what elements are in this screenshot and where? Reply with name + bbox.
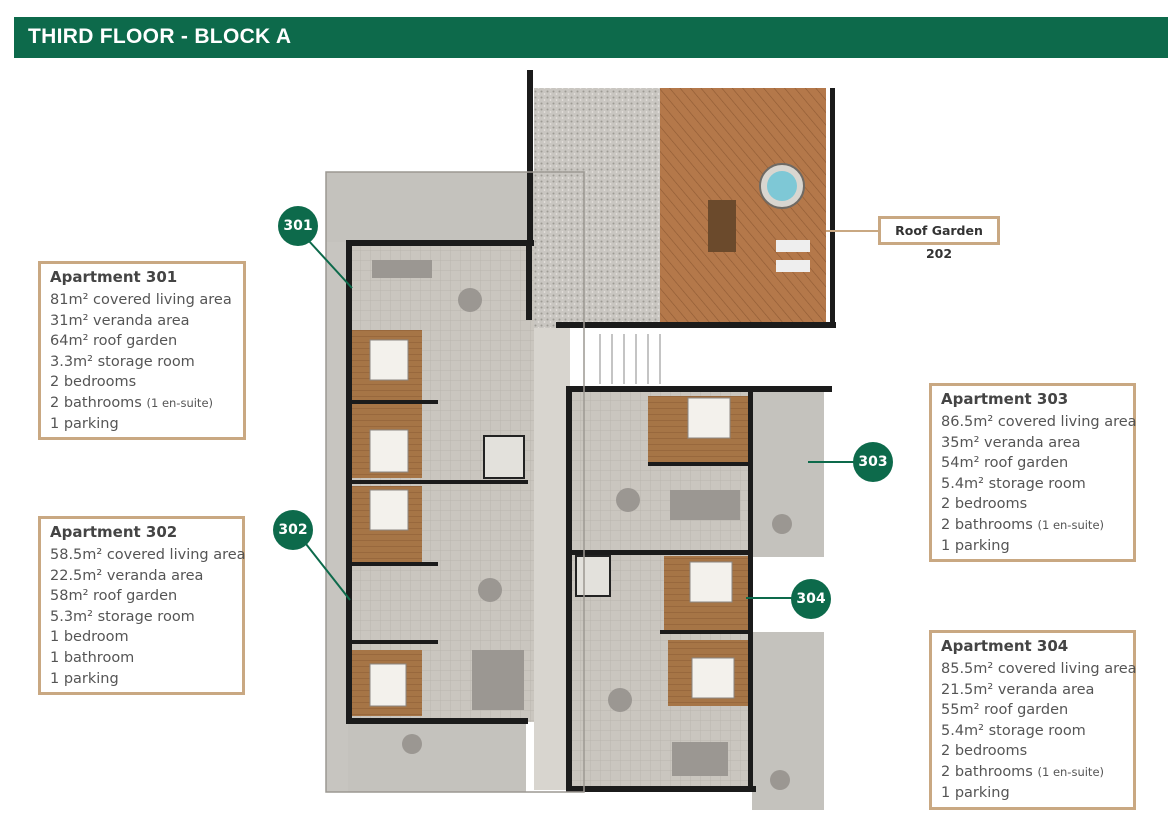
covered-area: 85.5m² covered living area xyxy=(941,661,1137,677)
storage-room: 5.4m² storage room xyxy=(941,722,1086,739)
bathrooms-count: 2 bathrooms xyxy=(50,394,142,411)
parking: 1 parking xyxy=(50,415,119,432)
apartment-title: Apartment 303 xyxy=(941,390,1069,408)
bathrooms-count: 2 bathrooms xyxy=(941,516,1033,533)
apartment-304-info: Apartment 304 85.5m² covered living area… xyxy=(929,630,1137,810)
veranda-area: 21.5m² veranda area xyxy=(941,681,1095,698)
bathrooms-count: 2 bathrooms xyxy=(941,763,1033,780)
covered-area: 86.5m² covered living area xyxy=(941,414,1137,430)
bedrooms: 2 bedrooms xyxy=(941,496,1028,513)
apartment-301-info: Apartment 301 81m² covered living area 3… xyxy=(38,261,246,440)
bathrooms: 1 bathroom xyxy=(50,649,135,666)
storage-room: 5.4m² storage room xyxy=(941,475,1086,492)
roof-garden-deck xyxy=(660,88,826,328)
bathrooms: 2 bathrooms (1 en-suite) xyxy=(50,393,235,414)
leader-301 xyxy=(307,239,353,289)
veranda-area: 31m² veranda area xyxy=(50,312,190,329)
roof-garden-area: 54m² roof garden xyxy=(941,455,1069,472)
veranda-area: 35m² veranda area xyxy=(941,434,1081,451)
apartment-302-badge: 302 xyxy=(273,510,313,550)
terrace-303 xyxy=(752,392,824,557)
en-suite-note: (1 en-suite) xyxy=(146,395,214,410)
apartment-303-badge: 303 xyxy=(853,442,893,482)
corridor xyxy=(534,328,570,790)
covered-area: 58.5m² covered living area xyxy=(50,547,246,563)
bathrooms: 2 bathrooms (1 en-suite) xyxy=(941,515,1125,536)
gravel-roof xyxy=(534,88,676,328)
storage-room: 3.3m² storage room xyxy=(50,353,195,370)
bathrooms: 2 bathrooms (1 en-suite) xyxy=(941,762,1125,783)
roof-garden-label: Roof Garden 202 xyxy=(878,216,1000,261)
roof-garden-area: 58m² roof garden xyxy=(50,588,178,605)
storage-room: 5.3m² storage room xyxy=(50,608,195,625)
apartment-304-badge: 304 xyxy=(791,579,831,619)
parking: 1 parking xyxy=(941,537,1010,554)
en-suite-note: (1 en-suite) xyxy=(1037,517,1105,532)
en-suite-note: (1 en-suite) xyxy=(1037,764,1105,779)
bedrooms: 1 bedroom xyxy=(50,629,129,646)
parking: 1 parking xyxy=(941,784,1010,801)
apartment-title: Apartment 304 xyxy=(941,637,1069,655)
roof-garden-area: 55m² roof garden xyxy=(941,702,1069,719)
page-header: THIRD FLOOR - BLOCK A xyxy=(14,17,1168,58)
bedrooms: 2 bedrooms xyxy=(941,743,1028,760)
bedrooms: 2 bedrooms xyxy=(50,374,137,391)
apartment-title: Apartment 302 xyxy=(50,523,178,541)
apartment-302-info: Apartment 302 58.5m² covered living area… xyxy=(38,516,246,695)
leader-302 xyxy=(305,543,351,601)
terrace-302 xyxy=(348,720,526,792)
apartment-title: Apartment 301 xyxy=(50,268,178,286)
parking: 1 parking xyxy=(50,670,119,687)
veranda-area: 22.5m² veranda area xyxy=(50,567,204,584)
covered-area: 81m² covered living area xyxy=(50,292,232,308)
apartment-303-info: Apartment 303 86.5m² covered living area… xyxy=(929,383,1137,562)
hot-tub xyxy=(767,171,797,201)
roof-garden-area: 64m² roof garden xyxy=(50,333,178,350)
apartment-301-badge: 301 xyxy=(278,206,318,246)
page-title: THIRD FLOOR - BLOCK A xyxy=(28,25,292,48)
